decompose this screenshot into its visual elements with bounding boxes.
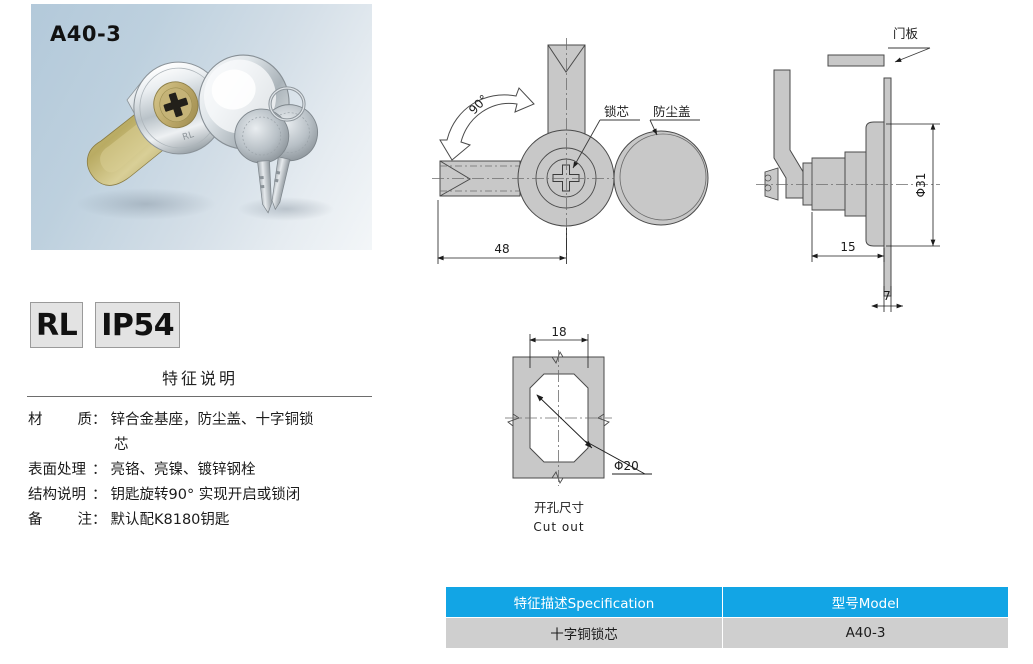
keys: [234, 86, 319, 214]
callout-door-panel-leader: [888, 47, 931, 63]
spec-row-remark: 备注 ： 默认配K8180钥匙: [28, 508, 376, 533]
dimension-diameter-31-label: Φ31: [914, 173, 928, 198]
table-cell-model: A40-3: [722, 617, 1009, 649]
dimension-7: [871, 286, 903, 312]
table-cell-specification: 十字铜锁芯: [445, 617, 723, 649]
dimension-15-label: 15: [840, 240, 855, 254]
cutout-caption-en: Cut out: [533, 520, 584, 534]
technical-drawings: 90° 锁芯 防尘盖 48: [432, 26, 940, 534]
front-view: 90° 锁芯 防尘盖 48: [432, 38, 709, 264]
spec-label-structure: 结构说明: [28, 487, 86, 503]
dimension-diameter-31: [886, 123, 940, 247]
cutout-plate: [512, 356, 605, 479]
cutout-caption-cn: 开孔尺寸: [534, 500, 584, 515]
table-header-row: 特征描述Specification 型号Model: [445, 586, 1009, 618]
spec-value-material: 锌合金基座，防尘盖、十字铜锁: [110, 412, 314, 428]
cutout-view: 18 Φ20 开孔尺寸 Cut out: [505, 325, 652, 534]
spec-colon: ：: [92, 512, 107, 528]
dimension-diameter-20-leader: [536, 394, 652, 475]
callout-lock-core: 锁芯: [604, 104, 629, 119]
spec-colon: ：: [92, 462, 107, 478]
spec-label-surface-treatment: 表面处理: [28, 462, 86, 478]
svg-text:RL: RL: [181, 130, 195, 143]
product-photo-panel: A40-3: [31, 4, 372, 250]
spec-label-material: 材质: [28, 412, 92, 428]
spec-value-material-cont: 芯: [114, 437, 129, 453]
dimension-48-label: 48: [494, 242, 509, 256]
callout-dust-cover-leader: [649, 119, 700, 136]
product-code-label: A40-3: [50, 22, 122, 46]
hex-nut-side: [844, 151, 869, 217]
cam-arm-profile: [773, 69, 806, 199]
rl-badge: RL: [30, 302, 84, 348]
cross-keyway-icon: [552, 164, 580, 192]
feature-divider: [27, 396, 372, 397]
spec-row-material: 材质 ： 锌合金基座，防尘盖、十字铜锁: [28, 408, 376, 433]
dimension-48: [437, 200, 567, 264]
dimension-15: [811, 212, 885, 262]
table-header-specification: 特征描述Specification: [445, 586, 723, 618]
rotation-arrow-90: [439, 87, 535, 161]
spec-row-surface-treatment: 表面处理 ： 亮铬、亮镍、镀锌钢栓: [28, 458, 376, 483]
product-photo-illustration: RL: [76, 54, 334, 221]
table-row: 十字铜锁芯 A40-3: [445, 617, 1009, 649]
callout-door-panel: 门板: [893, 26, 919, 41]
spec-colon: ：: [92, 412, 107, 428]
dimension-7-label: 7: [883, 289, 891, 303]
spec-value-remark: 默认配K8180钥匙: [110, 512, 230, 528]
spec-colon: ：: [92, 487, 107, 503]
feature-heading: 特征说明: [161, 369, 238, 388]
specification-table: 特征描述Specification 型号Model 十字铜锁芯 A40-3: [445, 586, 1009, 649]
spec-label-remark: 备注: [28, 512, 92, 528]
lock-flange: [865, 121, 885, 247]
callout-lock-core-leader: [572, 119, 640, 169]
dimension-diameter-20-label: Φ20: [614, 459, 639, 473]
spec-value-structure: 钥匙旋转90° 实现开启或锁闭: [110, 487, 301, 503]
specification-list: 材质 ： 锌合金基座，防尘盖、十字铜锁 芯 表面处理 ： 亮铬、亮镍、镀锌钢栓 …: [28, 408, 376, 533]
callout-dust-cover: 防尘盖: [653, 104, 691, 119]
end-nut: [764, 167, 779, 201]
certification-badges: RL IP54: [30, 302, 181, 348]
door-panel-vertical: [883, 77, 892, 297]
dimension-18: [529, 334, 589, 368]
spec-value-surface-treatment: 亮铬、亮镍、镀锌钢栓: [110, 462, 256, 478]
ip-rating-badge: IP54: [95, 302, 181, 348]
cross-keyway: [163, 92, 189, 118]
spec-row-structure: 结构说明 ： 钥匙旋转90° 实现开启或锁闭: [28, 483, 376, 508]
side-view: 门板 Φ31 15 7: [756, 26, 940, 312]
table-header-model: 型号Model: [722, 586, 1009, 618]
dimension-18-label: 18: [551, 325, 566, 339]
door-panel-horizontal: [827, 54, 885, 67]
